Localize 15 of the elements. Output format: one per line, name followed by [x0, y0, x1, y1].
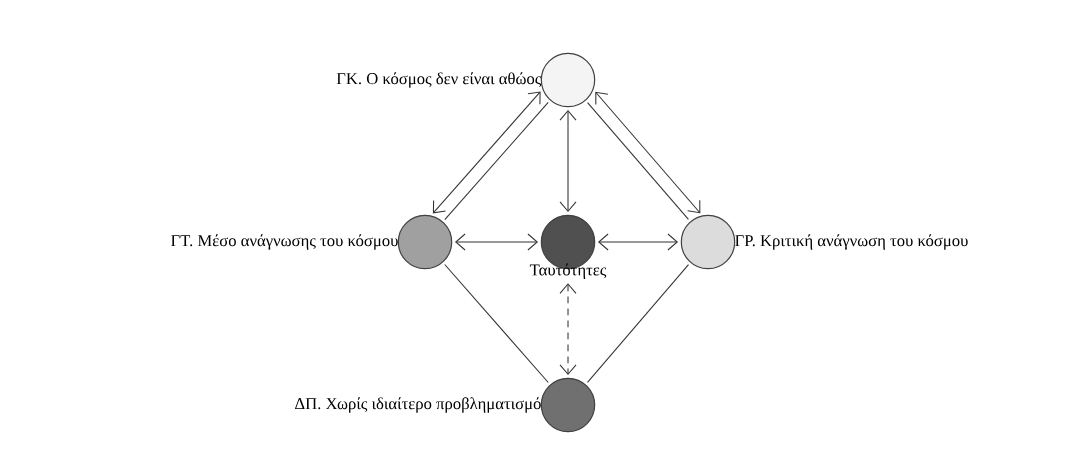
node-label: Ταυτότητες — [529, 263, 607, 279]
arrow — [454, 233, 539, 251]
circle-node — [397, 214, 453, 270]
arrow — [559, 283, 577, 376]
node-label: ΓΡ. Κριτική ανάγνωση του κόσμου — [735, 234, 968, 250]
circle-node — [540, 52, 596, 108]
arrow — [559, 109, 577, 213]
circle-node — [680, 214, 736, 270]
node-label: ΓΚ. Ο κόσμος δεν είναι αθώος — [336, 72, 542, 88]
node-label: ΓΤ. Μέσο ανάγνωσης του κόσμου — [171, 234, 398, 250]
arrow — [432, 91, 541, 214]
circle-node — [540, 377, 596, 433]
arrow — [595, 91, 701, 214]
arrow — [597, 233, 679, 251]
node-label: ΔΠ. Χωρίς ιδιαίτερο προβληματισμό — [295, 397, 541, 413]
